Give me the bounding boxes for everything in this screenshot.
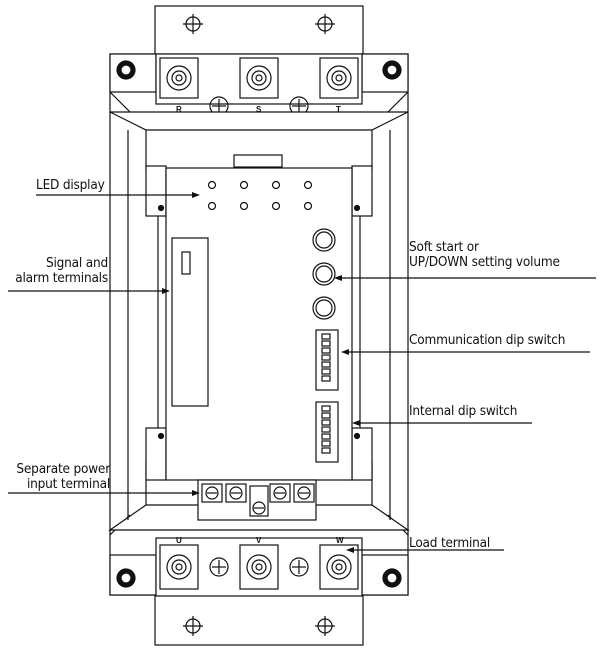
- led-display: [207, 180, 313, 211]
- callout-signal-alarm-line1: Signal and: [45, 255, 108, 271]
- terminal-label-r: R: [176, 105, 182, 114]
- callout-soft-start-line1: Soft start or: [409, 239, 479, 255]
- bottom-right-corner: [361, 514, 409, 596]
- upper-cover: [109, 111, 409, 170]
- callout-soft-start-line2: UP/DOWN setting volume: [409, 254, 560, 270]
- side-rails: [127, 130, 391, 520]
- leader-signal-alarm: [8, 288, 170, 294]
- callout-separate-power-line2: input terminal: [26, 476, 110, 492]
- callout-comm-dip: Communication dip switch: [409, 332, 566, 348]
- load-terminal-block: [155, 537, 363, 597]
- callout-internal-dip: Internal dip switch: [409, 403, 518, 419]
- internal-dip-switch: [315, 401, 339, 463]
- top-right-corner: [361, 53, 409, 113]
- communication-dip-switch: [315, 329, 339, 391]
- leader-separate-power: [8, 490, 200, 496]
- terminal-label-w: W: [336, 536, 344, 545]
- bottom-mounting-bracket: [154, 594, 364, 646]
- soft-start-knobs: [312, 228, 336, 320]
- callout-led-display: LED display: [36, 177, 105, 193]
- signal-alarm-terminal-block: [171, 237, 209, 407]
- input-terminal-block: [155, 53, 363, 116]
- callout-signal-alarm: Signal and alarm terminals: [4, 256, 108, 286]
- top-left-corner: [109, 53, 157, 113]
- terminal-label-s: S: [256, 105, 262, 114]
- terminal-label-t: T: [336, 105, 341, 114]
- leader-load-terminal: [346, 547, 504, 553]
- callout-soft-start: Soft start or UP/DOWN setting volume: [409, 240, 560, 270]
- callout-load-terminal: Load terminal: [409, 535, 491, 551]
- leader-soft-start: [334, 275, 596, 281]
- leader-comm-dip: [341, 349, 590, 355]
- separate-power-terminal: [197, 479, 317, 521]
- top-mounting-bracket: [154, 5, 364, 57]
- leader-internal-dip: [352, 420, 532, 426]
- terminal-label-u: U: [176, 536, 182, 545]
- leader-led-display: [36, 192, 200, 198]
- bottom-left-corner: [109, 514, 157, 596]
- callout-separate-power: Separate power input terminal: [4, 462, 110, 492]
- callout-signal-alarm-line2: alarm terminals: [15, 270, 108, 286]
- terminal-label-v: V: [256, 536, 262, 545]
- callout-separate-power-line1: Separate power: [16, 461, 110, 477]
